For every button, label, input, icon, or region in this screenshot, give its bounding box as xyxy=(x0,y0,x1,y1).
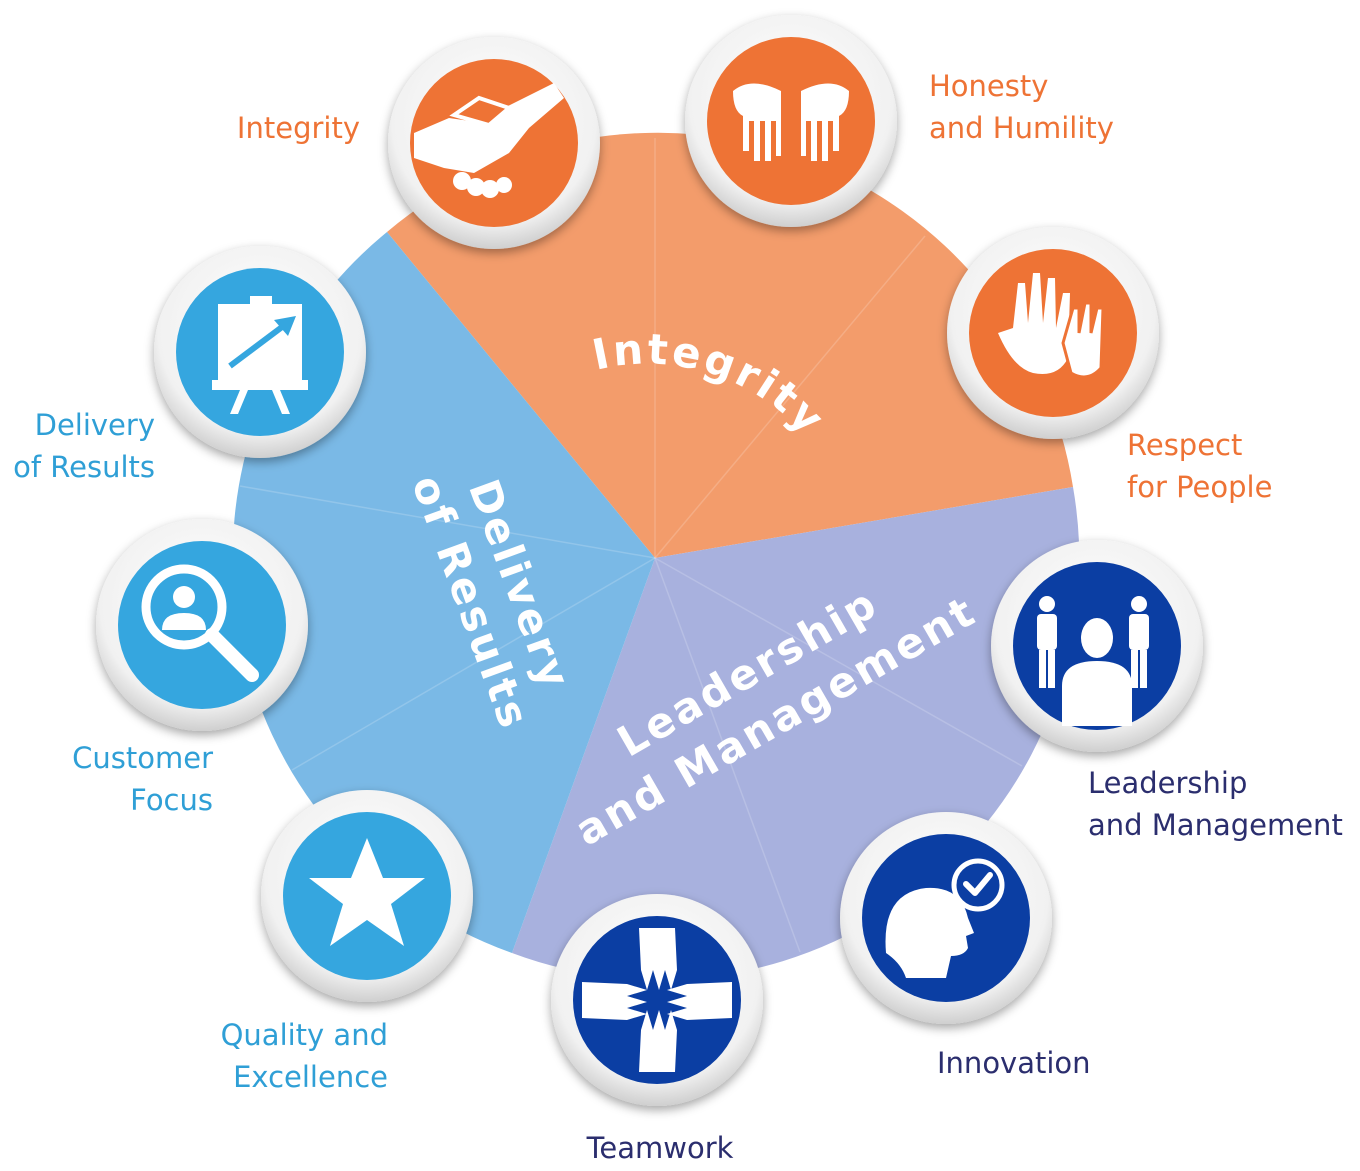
integrity-label-line1: Integrity xyxy=(236,111,360,145)
delivery-label-line2: of Results xyxy=(13,450,155,484)
head-idea-icon xyxy=(885,858,1005,978)
quality-label-line2: Excellence xyxy=(233,1060,388,1094)
honesty-badge xyxy=(685,15,897,227)
teamwork-badge xyxy=(551,894,763,1106)
respect-label-line1: Respect xyxy=(1127,428,1243,462)
leadership-label-line1: Leadership xyxy=(1088,766,1248,800)
quality-badge xyxy=(261,790,473,1002)
quality-label-line1: Quality and xyxy=(220,1018,388,1052)
customer-label: Customer Focus xyxy=(72,737,213,821)
respect-badge xyxy=(947,227,1159,439)
joined-hands-icon xyxy=(582,928,732,1072)
magnifier-person-icon xyxy=(141,564,259,682)
integrity-wedge xyxy=(387,132,1073,558)
innovation-badge xyxy=(840,812,1052,1024)
open-hands-icon xyxy=(733,83,849,161)
star-icon xyxy=(309,838,425,946)
delivery-label: Delivery of Results xyxy=(13,404,155,488)
quality-label: Quality and Excellence xyxy=(221,1014,388,1098)
integrity-badge xyxy=(388,37,600,249)
delivery-badge xyxy=(154,246,366,458)
team-leader-icon xyxy=(1037,596,1149,726)
wedge-dividers xyxy=(239,138,1023,953)
leadership-badge xyxy=(991,540,1203,752)
respect-label-line2: for People xyxy=(1127,470,1273,504)
integrity-label: Integrity xyxy=(237,107,360,149)
delivery-label-line1: Delivery xyxy=(34,408,155,442)
teamwork-label: Teamwork xyxy=(560,1127,760,1169)
honesty-label-line1: Honesty xyxy=(929,69,1049,103)
customer-label-line2: Focus xyxy=(130,783,213,817)
teamwork-label-line1: Teamwork xyxy=(586,1131,734,1165)
raised-hands-icon xyxy=(998,273,1105,379)
innovation-label-line1: Innovation xyxy=(937,1046,1091,1080)
honesty-label-line2: and Humility xyxy=(929,111,1114,145)
respect-label: Respect for People xyxy=(1127,424,1272,508)
honesty-label: Honesty and Humility xyxy=(929,65,1114,149)
customer-badge xyxy=(96,519,308,731)
customer-label-line1: Customer xyxy=(72,741,213,775)
leadership-label: Leadership and Management xyxy=(1088,762,1343,846)
wheel-wedges xyxy=(232,132,1080,980)
handshake-icon xyxy=(414,83,564,198)
leadership-label-line2: and Management xyxy=(1088,808,1343,842)
innovation-label: Innovation xyxy=(937,1042,1091,1084)
presentation-board-icon xyxy=(212,296,308,414)
